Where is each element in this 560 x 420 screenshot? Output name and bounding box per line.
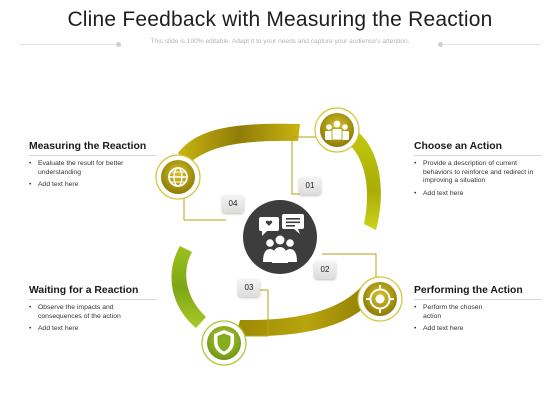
- bullet-list: Perform the chosen action Add text here: [414, 304, 542, 334]
- bullet-list: Provide a description of current behavio…: [414, 160, 542, 198]
- bullet-item: Provide a description of current behavio…: [414, 160, 542, 186]
- bullet-item: Add text here: [29, 181, 157, 190]
- divider-left: [20, 44, 116, 45]
- team-icon: [314, 107, 360, 153]
- stage-block-performing-action: Performing the Action Perform the chosen…: [414, 285, 542, 338]
- stage-title: Performing the Action: [414, 285, 542, 300]
- shield-icon: [201, 320, 247, 366]
- arrow-band-left: [171, 246, 206, 328]
- connector-02: [322, 253, 377, 288]
- divider-right: [444, 44, 540, 45]
- stage-block-waiting-reaction: Waiting for a Reaction Observe the impac…: [29, 285, 157, 338]
- divider-dot-left: [116, 42, 121, 47]
- arrow-band-bottom: [236, 286, 376, 337]
- page-title: Cline Feedback with Measuring the Reacti…: [67, 8, 493, 31]
- bullet-item: Observe the impacts and consequences of …: [29, 304, 146, 321]
- arrow-band-right: [348, 132, 381, 230]
- stage-title: Choose an Action: [414, 141, 542, 156]
- stage-number-badge-03: 03: [238, 279, 260, 297]
- arrow-band-top: [178, 123, 300, 164]
- divider-dot-right: [438, 42, 443, 47]
- bullet-item: Perform the chosen action: [414, 304, 493, 321]
- stage-number-badge-02: 02: [314, 261, 336, 279]
- stage-number-badge-04: 04: [222, 195, 244, 213]
- bullet-list: Evaluate the result for better understan…: [29, 160, 157, 190]
- page-subtitle: This slide is 100% editable. Adapt it to…: [150, 38, 410, 45]
- stage-title: Measuring the Reaction: [29, 141, 157, 156]
- stage-block-choose-action: Choose an Action Provide a description o…: [414, 141, 542, 202]
- bullet-item: Add text here: [414, 190, 542, 199]
- center-feedback-icon: [243, 200, 317, 274]
- bullet-item: Evaluate the result for better understan…: [29, 160, 130, 177]
- stage-number-badge-01: 01: [299, 177, 321, 195]
- bullet-list: Observe the impacts and consequences of …: [29, 304, 157, 334]
- subtitle-row: This slide is 100% editable. Adapt it to…: [0, 38, 560, 52]
- bullet-item: Add text here: [414, 325, 542, 334]
- target-icon: [357, 276, 403, 322]
- stage-title: Waiting for a Reaction: [29, 285, 157, 300]
- connector-04: [183, 190, 226, 221]
- bullet-item: Add text here: [29, 325, 157, 334]
- stage-block-measuring-reaction: Measuring the Reaction Evaluate the resu…: [29, 141, 157, 194]
- globe-icon: [155, 154, 201, 200]
